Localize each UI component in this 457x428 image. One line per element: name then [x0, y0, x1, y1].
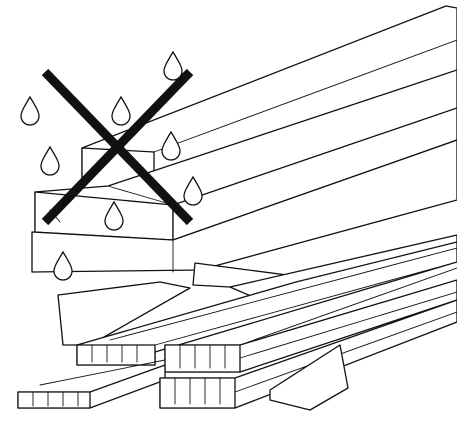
upper-package-stack	[31, 5, 457, 273]
water-drop-icon	[53, 250, 73, 281]
water-drop-icon	[163, 50, 183, 81]
water-drop-icon	[161, 130, 181, 161]
prohibition-cross-icon	[41, 68, 194, 226]
plank-bundle-lower-right	[159, 299, 457, 409]
upper-package-base	[31, 139, 457, 273]
water-drop-icon	[40, 145, 60, 176]
water-drop-icon	[20, 95, 40, 126]
plank-bundle-upper-left	[76, 241, 457, 366]
plank-bundle-lower-left	[17, 359, 166, 409]
water-drop-icon	[104, 200, 124, 231]
water-drop-icon	[111, 95, 131, 126]
water-drop-icon	[183, 175, 203, 206]
water-drops	[20, 50, 203, 281]
cardboard-bottom-flap	[269, 344, 349, 411]
